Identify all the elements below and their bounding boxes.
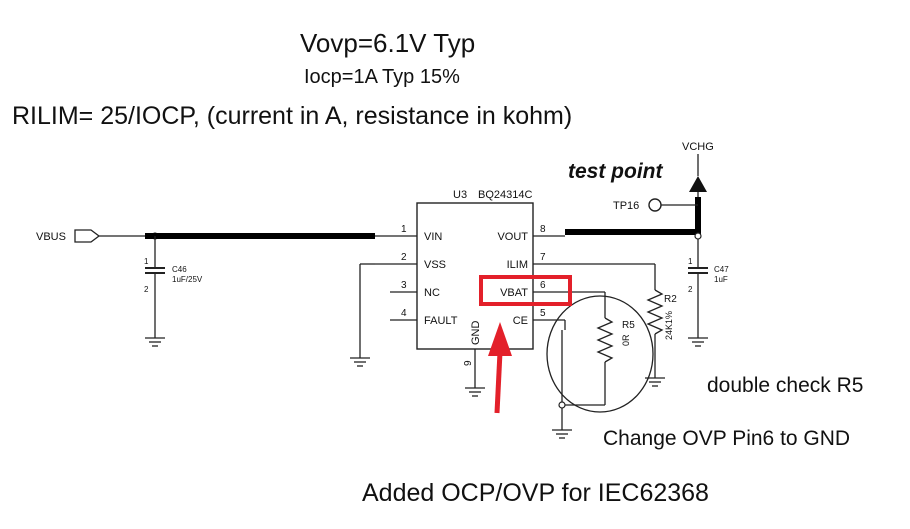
pin-4-num: 4 [401,308,407,319]
ground-icon [688,337,708,347]
r2-value: 24K1% [664,311,674,340]
pin-fault-label: FAULT [424,315,458,327]
vout-net: VCHG TP16 [565,141,714,245]
pin-ilim-label: ILIM [507,259,528,271]
vbus-net: VBUS [36,229,375,243]
change-ovp-note: Change OVP Pin6 to GND [603,427,850,450]
double-check-note: double check R5 [707,374,863,397]
pin-7-num: 7 [540,252,546,263]
pin-1-num: 1 [401,224,407,235]
vchg-arrow-icon [689,176,707,192]
vss-net [350,263,375,367]
ic-pins-right: 8 7 6 5 VOUT ILIM VBAT CE [497,224,565,327]
pin-vbat-label: VBAT [500,287,528,299]
ce-net [552,320,572,439]
r2-ref: R2 [664,294,677,305]
capacitor-c47: 1 2 C47 1uF [688,245,729,347]
pin-5-num: 5 [540,308,546,319]
capacitor-c46: 1 2 C46 1uF/25V [144,236,203,347]
iocp-note: Iocp=1A Typ 15% [304,66,460,88]
pin-2-num: 2 [401,252,407,263]
r5-value: 0R [621,334,631,346]
pin-vin-label: VIN [424,231,442,243]
pin-3-num: 3 [401,280,407,291]
ground-icon [552,429,572,439]
c47-pin2: 2 [688,285,693,294]
ground-icon [465,387,485,397]
pin-6-num: 6 [540,280,546,291]
pin-ce-label: CE [513,315,528,327]
rilim-note: RILIM= 25/IOCP, (current in A, resistanc… [12,102,572,130]
pin-9-num: 9 [463,360,474,366]
c46-pin1: 1 [144,257,149,266]
pin-8-num: 8 [540,224,546,235]
test-point-note: test point [568,160,663,183]
ground-icon [145,337,165,347]
red-arrow-icon [488,322,512,414]
vovp-note: Vovp=6.1V Typ [300,28,475,58]
ce-junction [558,401,566,409]
c47-pin1: 1 [688,257,693,266]
resistor-r2: R2 24K1% [565,263,677,387]
ic-pin-gnd: GND 9 [463,321,482,388]
ic-pins-left: 1 2 3 4 VIN VSS NC FAULT [375,224,458,327]
pin-vss-label: VSS [424,259,446,271]
pin-nc-label: NC [424,287,440,299]
vbat-highlight-box [479,275,572,306]
pin-vout-label: VOUT [497,231,528,243]
c47-value: 1uF [714,275,728,284]
resistor-r5: R5 0R [562,291,635,406]
testpoint-icon [648,198,662,212]
c47-ref: C47 [714,265,729,274]
vchg-label: VCHG [682,141,714,153]
c46-ref: C46 [172,265,187,274]
added-note: Added OCP/OVP for IEC62368 [362,479,709,507]
vbus-label: VBUS [36,231,66,243]
pin-gnd-label: GND [470,321,482,346]
r5-ref: R5 [622,320,635,331]
ic-part: BQ24314C [478,189,532,201]
c46-value: 1uF/25V [172,275,203,284]
vbus-port-icon [74,229,101,243]
vout-junction [694,232,702,240]
r5-highlight-circle [546,295,654,413]
ground-icon [350,357,370,367]
c46-pin2: 2 [144,285,149,294]
tp16-label: TP16 [613,200,639,212]
ic-ref: U3 [453,189,467,201]
